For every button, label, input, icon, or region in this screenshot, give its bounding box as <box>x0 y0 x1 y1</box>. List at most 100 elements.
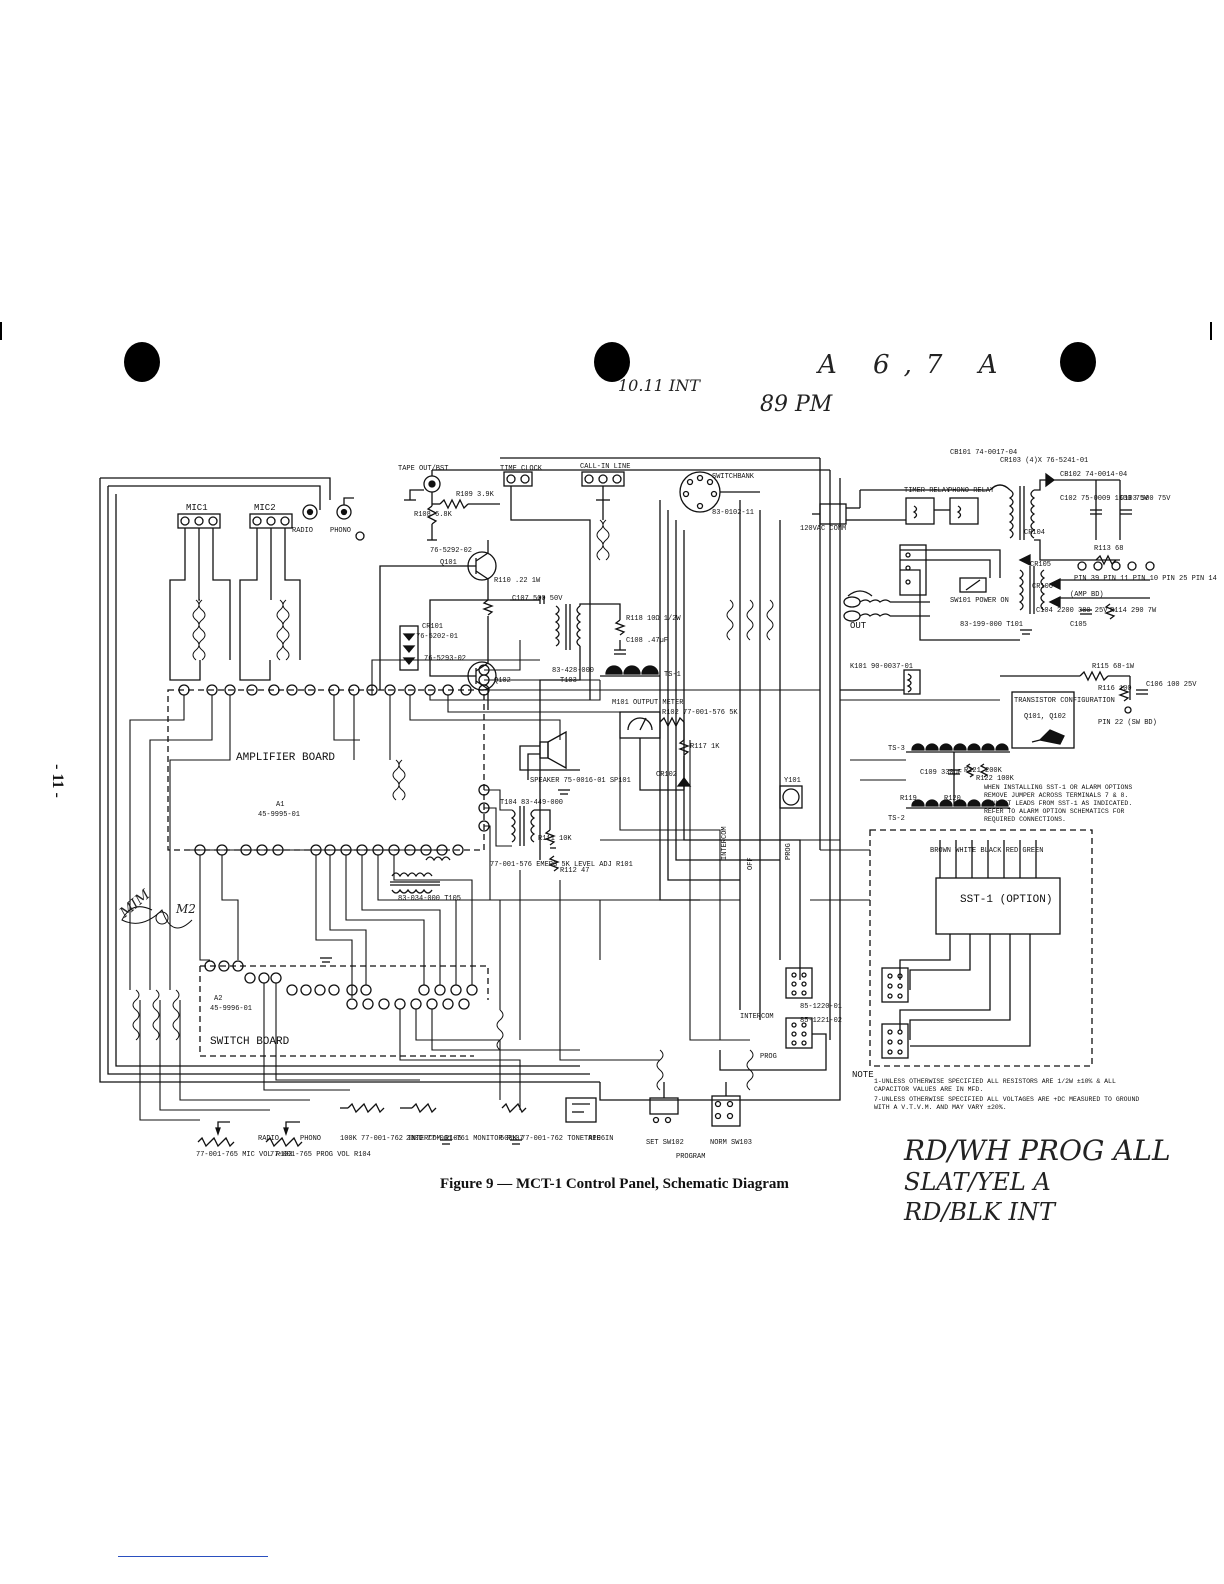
label-cr103: CR103 (4)X 76-5241-01 <box>1000 457 1088 465</box>
switches-sw102-sw103 <box>649 1082 741 1127</box>
speaker-sp101 <box>519 730 580 780</box>
pot-r104 <box>265 1121 303 1148</box>
footnote-rule <box>118 1556 268 1557</box>
label-cr101: CR101 <box>422 623 443 631</box>
transistor-q102 <box>460 616 497 710</box>
switchbank <box>659 471 801 1020</box>
label-intercom: INTERCOM <box>740 1013 774 1021</box>
label-c105: C105 <box>1070 621 1087 629</box>
figure-caption: Figure 9 — MCT-1 Control Panel, Schemati… <box>440 1176 789 1192</box>
filter-capacitors <box>1080 480 1132 620</box>
label-r107: 200Ω 77-001-761 MONITOR R107 <box>406 1135 524 1143</box>
label-pins: PIN 39 PIN 11 PIN 10 PIN 25 PIN 14 <box>1074 575 1217 583</box>
label-r104: 77-001-765 PROG VOL R104 <box>270 1151 371 1159</box>
label-r106: 500K 77-001-762 TONE R106 <box>500 1135 605 1143</box>
label-timer-relay: TIMER RELAY <box>904 487 951 495</box>
twisted-pairs <box>132 519 774 1091</box>
label-mic1: MIC1 <box>186 503 208 513</box>
amp-board-bottom-pins <box>194 784 490 856</box>
breaker-cb101 <box>859 484 1011 508</box>
handwriting-near-vol-2: M2 <box>176 902 196 916</box>
sst1-switches <box>881 967 909 1059</box>
handwriting-top-right-2: 89 PM <box>760 392 833 417</box>
label-speaker: SPEAKER 75-0016-01 SP101 <box>530 777 631 785</box>
label-cr102: CR102 <box>656 771 677 779</box>
label-pin-sw: PIN 22 (SW BD) <box>1098 719 1157 727</box>
label-mic2: MIC2 <box>254 503 276 513</box>
label-a2: A2 <box>214 995 222 1003</box>
punch-hole-right <box>1060 342 1096 382</box>
label-switchbank: SWITCHBANK <box>712 473 755 481</box>
label-transistor-title: TRANSISTOR CONFIGURATION <box>1014 697 1115 705</box>
label-sw101: SW101 POWER ON <box>950 597 1009 605</box>
mic2-terminal <box>239 513 301 681</box>
label-cb102: CB102 74-0014-04 <box>1060 471 1127 479</box>
label-sw-85-1220: 85-1220-01 <box>800 1003 842 1011</box>
label-switch-board: SWITCH BOARD <box>210 1036 290 1048</box>
transistor-q101 <box>460 540 497 616</box>
handwriting-bottom-2: SLAT/YEL A <box>904 1168 1051 1196</box>
label-ts1: TS-1 <box>664 671 681 679</box>
alarm-note: WHEN INSTALLING SST-1 OR ALARM OPTIONS R… <box>984 784 1133 823</box>
label-sw-off: OFF <box>747 857 755 870</box>
internal-wiring <box>129 640 1000 1121</box>
power-plug <box>812 503 860 525</box>
pot-r103 <box>197 1121 235 1148</box>
label-t101: 83-199-000 T101 <box>960 621 1023 629</box>
label-q101-part: 76-5292-02 <box>430 547 472 555</box>
terminal-strip-ts2 <box>906 752 1010 809</box>
label-30-31: 30-31 <box>836 571 882 590</box>
tape-out-jack <box>404 470 500 541</box>
label-sw103: NORM SW103 <box>710 1139 752 1147</box>
right-edge-mark <box>1210 322 1212 340</box>
pot-r105 <box>340 1102 385 1114</box>
label-r118: R118 10Ω 1/2W <box>626 615 681 623</box>
label-switchbank-part: 83-0102-11 <box>712 509 754 517</box>
label-out: OUT <box>850 621 867 631</box>
label-tape-in: TAPE IN <box>584 1135 613 1143</box>
transformer-t104 <box>510 806 560 872</box>
label-c106: C106 100 25V <box>1146 681 1197 689</box>
label-r101: 77-001-576 EMERG 5K LEVEL ADJ R101 <box>490 861 633 869</box>
power-switch-sw101 <box>899 544 1020 641</box>
label-y101: Y101 <box>784 777 801 785</box>
switch-board-outline <box>199 960 489 1057</box>
label-t104: T104 83-449-000 <box>500 799 563 807</box>
label-t105: 83-034-000 T105 <box>398 895 461 903</box>
relay-k101 <box>840 669 921 695</box>
label-amplifier-board: AMPLIFIER BOARD <box>236 752 335 764</box>
label-program: PROGRAM <box>676 1153 705 1161</box>
label-phono-relay: PHONO RELAY <box>948 487 995 495</box>
label-r109: R109 3.9K <box>456 491 495 499</box>
transformer-t103 <box>510 596 626 860</box>
label-r105: 100K 77-001-762 INTERCOM R105 <box>340 1135 462 1143</box>
label-radio: RADIO <box>292 527 313 535</box>
transistor-config-box <box>1011 691 1075 749</box>
handwriting-bottom-1: RD/WH PROG ALL <box>904 1134 1171 1167</box>
outer-wiring <box>99 457 841 1101</box>
label-cr105: CR105 <box>1030 561 1051 569</box>
handwriting-bottom-3: RD/BLK INT <box>904 1198 1056 1226</box>
note-title: NOTE <box>852 1070 874 1080</box>
pin-connectors <box>1077 561 1155 571</box>
rectifier-diodes <box>1018 553 1150 609</box>
label-r117: R117 1K <box>690 743 720 751</box>
ground-symbols <box>320 629 1032 1145</box>
time-clock-terminal <box>503 471 591 700</box>
sst1-option-box <box>869 829 1093 1067</box>
pot-r106 <box>501 1102 527 1114</box>
label-r113: R113 68 <box>1094 545 1123 553</box>
note-2: 7-UNLESS OTHERWISE SPECIFIED ALL VOLTAGE… <box>874 1096 1140 1111</box>
label-ts2: TS-2 <box>888 815 905 823</box>
label-m101: M101 OUTPUT METER <box>612 699 684 707</box>
label-transistor-q: Q101, Q102 <box>1024 713 1066 721</box>
note-1: 1-UNLESS OTHERWISE SPECIFIED ALL RESISTO… <box>874 1078 1116 1093</box>
transformer-t105 <box>390 856 451 894</box>
label-ts3: TS-3 <box>888 745 905 753</box>
label-r102: R102 77-001-576 5K <box>662 709 738 717</box>
tape-in-jack <box>565 1097 597 1123</box>
label-t103: 83-428-000 <box>552 667 594 675</box>
cable-30-31 <box>843 590 930 622</box>
label-sw102: SET SW102 <box>646 1139 684 1147</box>
label-sw-prog: PROG <box>785 843 793 860</box>
